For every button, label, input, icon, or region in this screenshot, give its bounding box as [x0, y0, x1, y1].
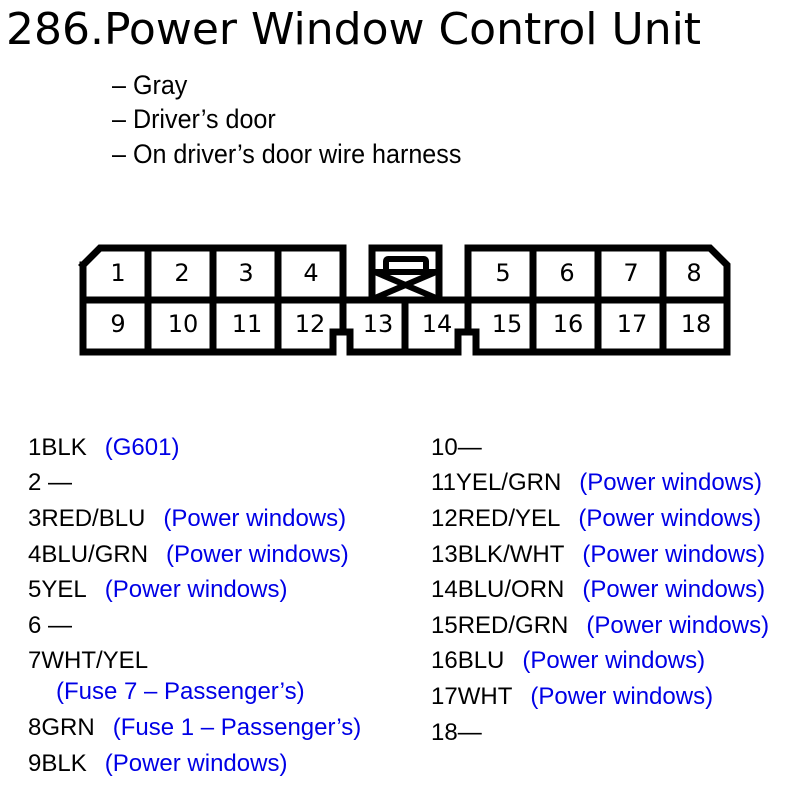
pin-number: 11 — [431, 469, 456, 496]
pin-note: (Power windows) — [163, 505, 347, 532]
wire-color: BLK/WHT — [457, 541, 565, 568]
wire-color: — — [41, 469, 73, 496]
wire-color: WHT — [457, 683, 513, 710]
wire-color: WHT/YEL — [41, 647, 149, 674]
latch-box — [368, 244, 443, 304]
connector-right-housing — [464, 244, 731, 356]
pinout-row: 18— — [431, 718, 482, 748]
pin-note: (Power windows) — [522, 647, 706, 674]
pin-note: (Power windows) — [579, 469, 763, 496]
wire-color: BLU/ORN — [457, 576, 565, 603]
pin-number: 16 — [431, 647, 458, 674]
wire-color: RED/YEL — [457, 505, 561, 532]
pin-number: 7 — [28, 647, 42, 674]
connector-bottom-outline — [79, 261, 731, 356]
pin-number: 6 — [28, 612, 42, 639]
detail-harness: – On driver’s door wire harness — [112, 139, 462, 169]
pinout-row: 11YEL/GRN (Power windows) — [431, 468, 762, 498]
pin-note: (Power windows) — [578, 505, 762, 532]
pin-6-label: 6 — [559, 259, 574, 287]
pinout-row: 1BLK (G601) — [28, 433, 179, 463]
pin-18-label: 18 — [681, 310, 712, 338]
pin-number: 17 — [431, 683, 458, 710]
pin-10-label: 10 — [168, 310, 199, 338]
pinout-row: 16BLU (Power windows) — [431, 646, 705, 676]
pinout-row: 3RED/BLU (Power windows) — [28, 504, 346, 534]
pinout-row: 9BLK (Power windows) — [28, 749, 287, 779]
wire-color: RED/BLU — [41, 505, 146, 532]
pin-note: (Power windows) — [582, 541, 766, 568]
pinout-row: 10— — [431, 433, 482, 463]
pin-2-label: 2 — [174, 259, 189, 287]
pin-note: (Fuse 1 – Passenger’s) — [112, 714, 362, 741]
pinout-row: 17WHT (Power windows) — [431, 682, 713, 712]
wire-color: YEL/GRN — [455, 469, 562, 496]
pin-number: 18 — [431, 719, 458, 746]
wire-color: RED/GRN — [457, 612, 569, 639]
pin-number: 13 — [431, 541, 458, 568]
pin-number: 8 — [28, 714, 42, 741]
pinout-row: 7WHT/YEL — [28, 646, 148, 676]
pin-9-label: 9 — [110, 310, 125, 338]
pin-12-label: 12 — [295, 310, 326, 338]
wire-color: GRN — [41, 714, 95, 741]
pinout-row: 13BLK/WHT (Power windows) — [431, 540, 765, 570]
pin-note: (Power windows) — [166, 541, 349, 568]
pin-5-label: 5 — [495, 259, 510, 287]
pin-number: 14 — [431, 576, 458, 603]
pin-number: 2 — [28, 469, 42, 496]
pin-4-label: 4 — [303, 259, 318, 287]
connector-left-housing — [78, 244, 347, 304]
pin-13-label: 13 — [363, 310, 394, 338]
pinout-row: 4BLU/GRN (Power windows) — [28, 540, 349, 570]
wire-color: — — [457, 719, 482, 746]
wire-color: BLU — [457, 647, 505, 674]
pinout-row: 6 — — [28, 611, 72, 641]
pinout-row: 5YEL (Power windows) — [28, 575, 287, 605]
pinout-row: 14BLU/ORN (Power windows) — [431, 575, 765, 605]
wire-color: BLU/GRN — [41, 541, 149, 568]
pin-number: 10 — [431, 434, 458, 461]
pin-number: 15 — [431, 612, 458, 639]
pin-14-label: 14 — [422, 310, 453, 338]
wire-color: — — [457, 434, 482, 461]
wire-color: BLK — [41, 434, 87, 461]
wire-color: BLK — [41, 750, 87, 777]
pin-note: (Power windows) — [104, 576, 288, 603]
latch-x-icon — [373, 256, 438, 301]
pinout-row: 2 — — [28, 468, 72, 498]
pin-8-label: 8 — [686, 259, 701, 287]
pin-1-label: 1 — [110, 259, 125, 287]
pin-7-label: 7 — [623, 259, 638, 287]
pin-note: (Fuse 7 – Passenger’s) — [56, 678, 305, 705]
pin-3-label: 3 — [238, 259, 253, 287]
detail-color: – Gray — [112, 70, 188, 100]
pin-number: 5 — [28, 576, 42, 603]
pin-note: (Power windows) — [104, 750, 288, 777]
detail-location: – Driver’s door — [112, 104, 276, 134]
pin-note: (G601) — [104, 434, 180, 461]
pin-note: (Power windows) — [530, 683, 714, 710]
wire-color: — — [41, 612, 73, 639]
pin-number: 12 — [431, 505, 458, 532]
pin-11-label: 11 — [232, 310, 263, 338]
pin-number: 3 — [28, 505, 42, 532]
page-title: 286.Power Window Control Unit — [6, 4, 702, 55]
pin-number: 9 — [28, 750, 42, 777]
pin-note: (Power windows) — [582, 576, 766, 603]
pin-note: (Power windows) — [586, 612, 770, 639]
connector-diagram: 1 2 3 4 5 6 7 8 9 10 11 12 13 14 15 16 1… — [78, 244, 731, 356]
pinout-row: 8GRN (Fuse 1 – Passenger’s) — [28, 713, 361, 743]
pinout-row-continuation: (Fuse 7 – Passenger’s) — [56, 677, 305, 707]
wire-color: YEL — [41, 576, 87, 603]
pinout-row: 15RED/GRN (Power windows) — [431, 611, 769, 641]
pin-16-label: 16 — [553, 310, 584, 338]
pinout-row: 12RED/YEL (Power windows) — [431, 504, 761, 534]
pin-17-label: 17 — [617, 310, 648, 338]
pin-number: 1 — [28, 434, 42, 461]
pin-15-label: 15 — [492, 310, 523, 338]
pin-number: 4 — [28, 541, 42, 568]
